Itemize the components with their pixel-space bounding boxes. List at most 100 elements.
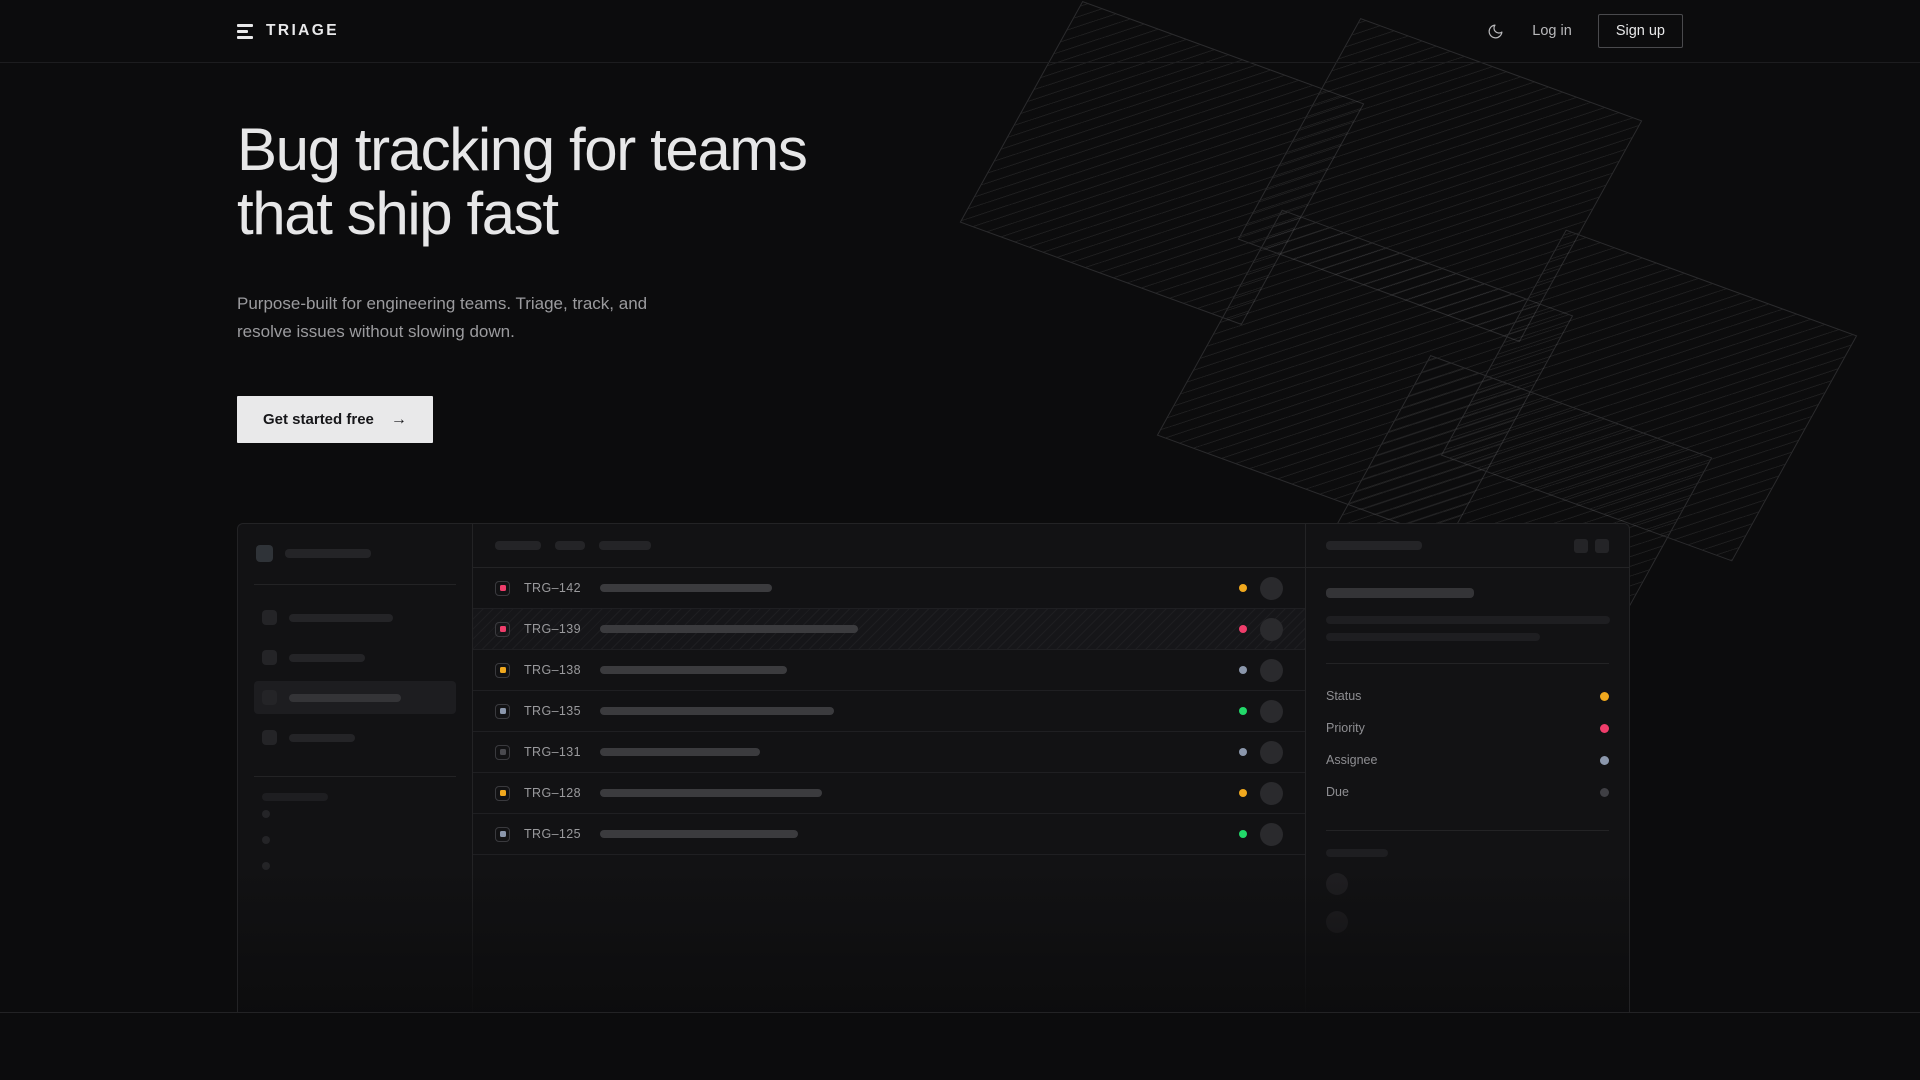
status-badge bbox=[1239, 666, 1247, 674]
sidebar-item-label bbox=[289, 693, 401, 702]
sidebar-mini-items bbox=[254, 801, 456, 879]
status-badge bbox=[1239, 789, 1247, 797]
sidebar-divider-bottom bbox=[254, 776, 456, 777]
row-meta bbox=[1239, 740, 1283, 764]
table-row[interactable]: TRG–135 bbox=[473, 691, 1305, 732]
activity-avatar bbox=[1326, 873, 1348, 895]
detail-title-skeleton bbox=[1326, 541, 1422, 550]
moon-icon[interactable] bbox=[1484, 20, 1506, 42]
avatar[interactable] bbox=[1260, 617, 1283, 641]
sidebar-divider-top bbox=[254, 584, 456, 585]
issue-list-tabs bbox=[473, 524, 1305, 568]
app-sidebar bbox=[238, 524, 473, 1013]
detail-meta-row[interactable]: Priority bbox=[1326, 712, 1609, 744]
avatar[interactable] bbox=[1260, 699, 1283, 723]
detail-meta-label: Status bbox=[1326, 689, 1362, 703]
issue-title-skeleton bbox=[600, 584, 772, 592]
detail-meta-dot bbox=[1600, 787, 1609, 797]
detail-body-lines bbox=[1326, 616, 1610, 641]
table-row[interactable]: TRG–125 bbox=[473, 814, 1305, 855]
list-tab[interactable] bbox=[599, 541, 651, 550]
priority-badge-icon bbox=[495, 744, 510, 760]
hero-subtitle: Purpose-built for engineering teams. Tri… bbox=[237, 294, 648, 341]
brand-logo[interactable]: TRIAGE bbox=[237, 22, 339, 40]
sidebar-mini-item[interactable] bbox=[254, 801, 456, 827]
table-row[interactable]: TRG–128 bbox=[473, 773, 1305, 814]
detail-activity bbox=[1326, 849, 1609, 933]
brand-name: TRIAGE bbox=[266, 22, 339, 39]
avatar[interactable] bbox=[1260, 740, 1283, 764]
detail-body-line bbox=[1326, 633, 1540, 641]
issue-title-skeleton bbox=[600, 830, 798, 838]
status-badge bbox=[1239, 707, 1247, 715]
detail-action-button-2[interactable] bbox=[1595, 538, 1609, 553]
detail-meta-row[interactable]: Assignee bbox=[1326, 744, 1609, 776]
priority-badge-icon bbox=[495, 826, 510, 842]
sidebar-item-label bbox=[289, 733, 355, 742]
activity-label-skeleton bbox=[1326, 849, 1388, 857]
status-badge bbox=[1239, 748, 1247, 756]
sidebar-mini-item[interactable] bbox=[254, 827, 456, 853]
detail-meta-row[interactable]: Due bbox=[1326, 776, 1609, 808]
avatar[interactable] bbox=[1260, 658, 1283, 682]
sidebar-item-nav-item-1[interactable] bbox=[254, 601, 456, 634]
sidebar-item-label bbox=[289, 613, 393, 622]
detail-meta-divider-top bbox=[1326, 663, 1609, 664]
priority-badge-icon bbox=[495, 785, 510, 801]
sidebar-mini-dot bbox=[262, 810, 270, 818]
sidebar-item-nav-item-2[interactable] bbox=[254, 641, 456, 674]
detail-meta-row[interactable]: Status bbox=[1326, 680, 1609, 712]
sidebar-item-nav-item-4[interactable] bbox=[254, 721, 456, 754]
priority-badge-icon bbox=[495, 662, 510, 678]
detail-action-button-1[interactable] bbox=[1574, 538, 1588, 553]
stripe-panel-3 bbox=[1156, 209, 1574, 542]
table-row[interactable]: TRG–142 bbox=[473, 568, 1305, 609]
issue-id: TRG–131 bbox=[524, 745, 581, 759]
table-row[interactable]: TRG–131 bbox=[473, 732, 1305, 773]
login-link[interactable]: Log in bbox=[1532, 23, 1572, 39]
sidebar-logo-square bbox=[256, 545, 273, 562]
detail-meta-dot bbox=[1600, 755, 1609, 765]
page-title: Bug tracking for teams that ship fast bbox=[237, 116, 808, 248]
issue-id: TRG–139 bbox=[524, 622, 581, 636]
avatar[interactable] bbox=[1260, 781, 1283, 805]
row-meta bbox=[1239, 781, 1283, 805]
status-badge bbox=[1239, 830, 1247, 838]
sidebar-item-nav-item-3[interactable] bbox=[254, 681, 456, 714]
hero-bottom-divider bbox=[0, 1012, 1920, 1013]
stripe-panel-4 bbox=[1440, 229, 1858, 562]
table-row[interactable]: TRG–139 bbox=[473, 609, 1305, 650]
signup-button[interactable]: Sign up bbox=[1597, 14, 1683, 48]
sidebar-item-icon bbox=[262, 610, 277, 625]
avatar[interactable] bbox=[1260, 576, 1283, 600]
detail-meta-dot bbox=[1600, 691, 1609, 701]
get-started-button[interactable]: Get started free → bbox=[237, 396, 433, 444]
sidebar-item-icon bbox=[262, 650, 277, 665]
sidebar-item-label bbox=[289, 653, 365, 662]
avatar[interactable] bbox=[1260, 822, 1283, 846]
detail-meta-label: Priority bbox=[1326, 721, 1365, 735]
list-tab[interactable] bbox=[555, 541, 585, 550]
table-row[interactable]: TRG–138 bbox=[473, 650, 1305, 691]
issue-id: TRG–125 bbox=[524, 827, 581, 841]
sidebar-section-skeleton bbox=[262, 793, 328, 801]
detail-meta-dot bbox=[1600, 723, 1609, 733]
issue-title-skeleton bbox=[600, 789, 822, 797]
priority-badge-icon bbox=[495, 580, 510, 596]
stripe-panel-2 bbox=[1237, 18, 1643, 342]
row-meta bbox=[1239, 822, 1283, 846]
detail-body-line bbox=[1326, 616, 1610, 624]
sidebar-item-icon bbox=[262, 730, 277, 745]
sidebar-logo-skeleton bbox=[285, 549, 371, 558]
get-started-label: Get started free bbox=[263, 411, 374, 429]
list-tab[interactable] bbox=[495, 541, 541, 550]
sidebar-mini-item[interactable] bbox=[254, 853, 456, 879]
status-badge bbox=[1239, 625, 1247, 633]
arrow-right-icon: → bbox=[390, 410, 407, 428]
detail-issue-title-skeleton bbox=[1326, 588, 1474, 598]
